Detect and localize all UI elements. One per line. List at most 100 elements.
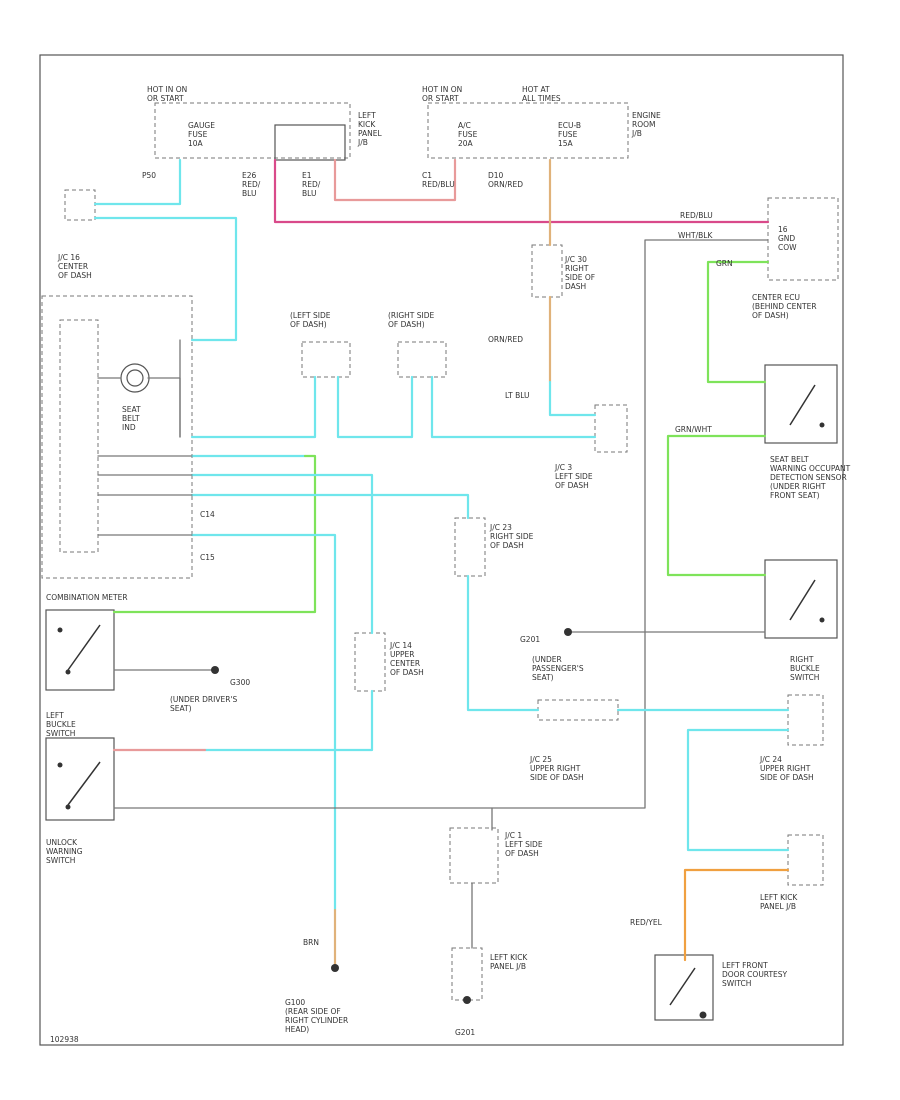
left-front-door-switch-symbol	[669, 967, 707, 1019]
jc30-connector	[531, 244, 563, 298]
wire-meter-to-jc14	[190, 473, 374, 635]
left-kick-panel-jb2-connector	[451, 947, 483, 1001]
left-kick-panel-jb3-connector	[787, 834, 824, 886]
label-p50: P50	[142, 171, 156, 180]
occupant-sensor-switch-box-2	[764, 559, 838, 639]
wire-ecu-wht-blk	[491, 239, 769, 831]
unlock-warning-switch-box	[45, 737, 115, 821]
seat-belt-indicator-box	[59, 319, 99, 553]
occupant-sensor-switch-symbol-2	[789, 579, 825, 623]
seat-belt-indicator-lamp	[120, 363, 150, 393]
jc14-upper-connector	[354, 632, 386, 692]
label-g300: G300	[230, 678, 250, 687]
wire-jc23-to-jc25	[466, 574, 540, 712]
label-wht-blk: WHT/BLK	[678, 231, 713, 240]
left-kick-panel-fuse-box	[154, 102, 351, 159]
wire-sensor-grn-wht	[666, 434, 767, 577]
wire-right-buckle-to-jc24	[686, 728, 790, 852]
wire-meter-to-left-dash	[190, 375, 317, 439]
ground-g100	[331, 964, 339, 972]
wire-meter-to-jc23	[190, 493, 470, 520]
label-g201b: G201	[455, 1028, 475, 1037]
wire-left-dash-to-right	[336, 375, 414, 439]
ground-g201b	[463, 996, 471, 1004]
left-kick-panel-jb-inner	[274, 124, 346, 161]
seat-belt-indicator-filament	[126, 369, 144, 387]
meter-internal-5	[147, 377, 181, 438]
ground-g300	[211, 666, 219, 674]
combination-meter-box	[41, 295, 193, 579]
jc25-connector	[537, 699, 619, 721]
wire-jc30-to-jc3	[548, 380, 597, 417]
wire-c15-lt-blu	[190, 533, 337, 912]
ground-g201	[564, 628, 572, 636]
left-buckle-switch-symbol	[57, 624, 101, 675]
right-buckle-connector	[787, 694, 824, 746]
label-red-blu: RED/BLU	[680, 211, 713, 220]
occupant-sensor-switch-box	[764, 364, 838, 444]
jc23-connector	[454, 517, 486, 577]
occupant-sensor-switch-symbol	[789, 384, 825, 428]
label-brn: BRN	[303, 938, 319, 947]
label-orn-red: ORN/RED	[488, 335, 523, 344]
right-side-dash-connector	[397, 341, 447, 378]
label-lt-blu: LT BLU	[505, 391, 530, 400]
left-side-dash-connector	[301, 341, 351, 378]
label-c14: C14	[200, 510, 215, 519]
left-front-door-switch-box	[654, 954, 714, 1021]
diagram-frame	[39, 54, 844, 1046]
wire-red-yel-door	[683, 868, 790, 962]
label-grn: GRN	[716, 259, 733, 268]
label-grn-wht: GRN/WHT	[675, 425, 712, 434]
engine-room-fuse-box	[427, 102, 629, 159]
wire-ecu-grn	[706, 260, 770, 384]
jc3-connector	[594, 404, 628, 453]
center-ecu-box	[767, 197, 839, 281]
label-combination-meter: COMBINATION METER	[46, 593, 128, 602]
left-buckle-switch-box	[45, 609, 115, 691]
label-g201: G201	[520, 635, 540, 644]
wire-e1-red-blu	[333, 158, 457, 202]
wire-e26-red-blu	[273, 158, 770, 224]
jc16-connector	[64, 189, 96, 221]
unlock-warning-switch-symbol	[57, 761, 101, 810]
wire-right-dash-to-jc3	[430, 375, 597, 439]
jc1-connector	[449, 827, 499, 884]
